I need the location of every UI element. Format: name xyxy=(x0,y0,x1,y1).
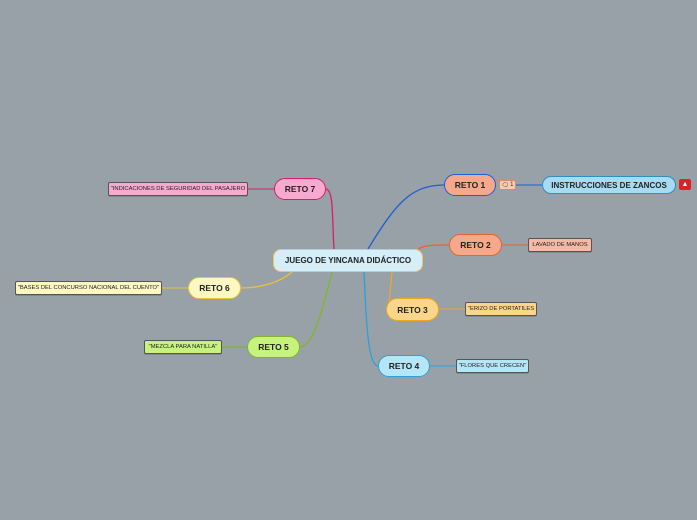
connector-reto1 xyxy=(367,184,445,250)
topic-reto7-label: RETO 7 xyxy=(284,184,316,194)
topic-reto5-label: RETO 5 xyxy=(258,342,289,352)
subtopic-mezcla-natilla-label: "MEZCLA PARA NATILLA" xyxy=(148,344,218,350)
subtopic-indicaciones-seguridad-label: "INDICACIONES DE SEGURIDAD DEL PASAJERO xyxy=(110,186,246,192)
topic-reto5[interactable]: RETO 5 xyxy=(247,336,300,358)
comment-count: 1 xyxy=(510,182,514,188)
subtopic-instrucciones-zancos[interactable]: INSTRUCCIONES DE ZANCOS xyxy=(542,176,676,194)
subtopic-bases-concurso[interactable]: "BASES DEL CONCURSO NACIONAL DEL CUENTO" xyxy=(15,281,162,295)
subtopic-mezcla-natilla[interactable]: "MEZCLA PARA NATILLA" xyxy=(144,340,222,354)
topic-reto6-label: RETO 6 xyxy=(199,283,230,293)
subtopic-lavado-manos-label: LAVADO DE MANOS xyxy=(532,242,588,248)
connector-reto6 xyxy=(240,271,293,289)
subtopic-lavado-manos[interactable]: LAVADO DE MANOS xyxy=(528,238,592,252)
comment-icon: 🗨 xyxy=(501,182,510,189)
topic-reto4[interactable]: RETO 4 xyxy=(378,355,430,377)
subtopic-erizo-portatiles-label: "ERIZO DE PORTATILES xyxy=(467,306,535,312)
topic-reto3[interactable]: RETO 3 xyxy=(386,298,439,321)
topic-reto1[interactable]: RETO 1 xyxy=(444,174,496,196)
connector-reto2 xyxy=(417,244,450,250)
topic-reto6[interactable]: RETO 6 xyxy=(188,277,241,299)
subtopic-erizo-portatiles[interactable]: "ERIZO DE PORTATILES xyxy=(465,302,537,316)
topic-reto7[interactable]: RETO 7 xyxy=(274,178,326,200)
connector-reto7 xyxy=(325,188,335,250)
topic-reto1-label: RETO 1 xyxy=(454,180,486,190)
pdf-attachment-icon[interactable]: ▲ xyxy=(679,179,691,190)
subtopic-instrucciones-zancos-label: INSTRUCCIONES DE ZANCOS xyxy=(551,180,667,190)
connector-reto5 xyxy=(299,271,333,348)
comment-badge[interactable]: 🗨 1 xyxy=(499,180,516,190)
connector-reto4 xyxy=(363,271,379,367)
topic-reto4-label: RETO 4 xyxy=(388,361,420,371)
subtopic-bases-concurso-label: "BASES DEL CONCURSO NACIONAL DEL CUENTO" xyxy=(17,285,160,291)
central-topic-label: JUEGO DE YINCANA DIDÁCTICO xyxy=(284,256,412,265)
subtopic-flores-crecen[interactable]: "FLORES QUE CRECEN" xyxy=(456,359,529,373)
subtopic-flores-crecen-label: "FLORES QUE CRECEN" xyxy=(458,363,527,369)
topic-reto2-label: RETO 2 xyxy=(460,240,491,250)
topic-reto3-label: RETO 3 xyxy=(397,304,428,315)
topic-reto2[interactable]: RETO 2 xyxy=(449,234,502,256)
central-topic[interactable]: JUEGO DE YINCANA DIDÁCTICO xyxy=(273,249,423,272)
subtopic-indicaciones-seguridad[interactable]: "INDICACIONES DE SEGURIDAD DEL PASAJERO xyxy=(108,182,248,196)
